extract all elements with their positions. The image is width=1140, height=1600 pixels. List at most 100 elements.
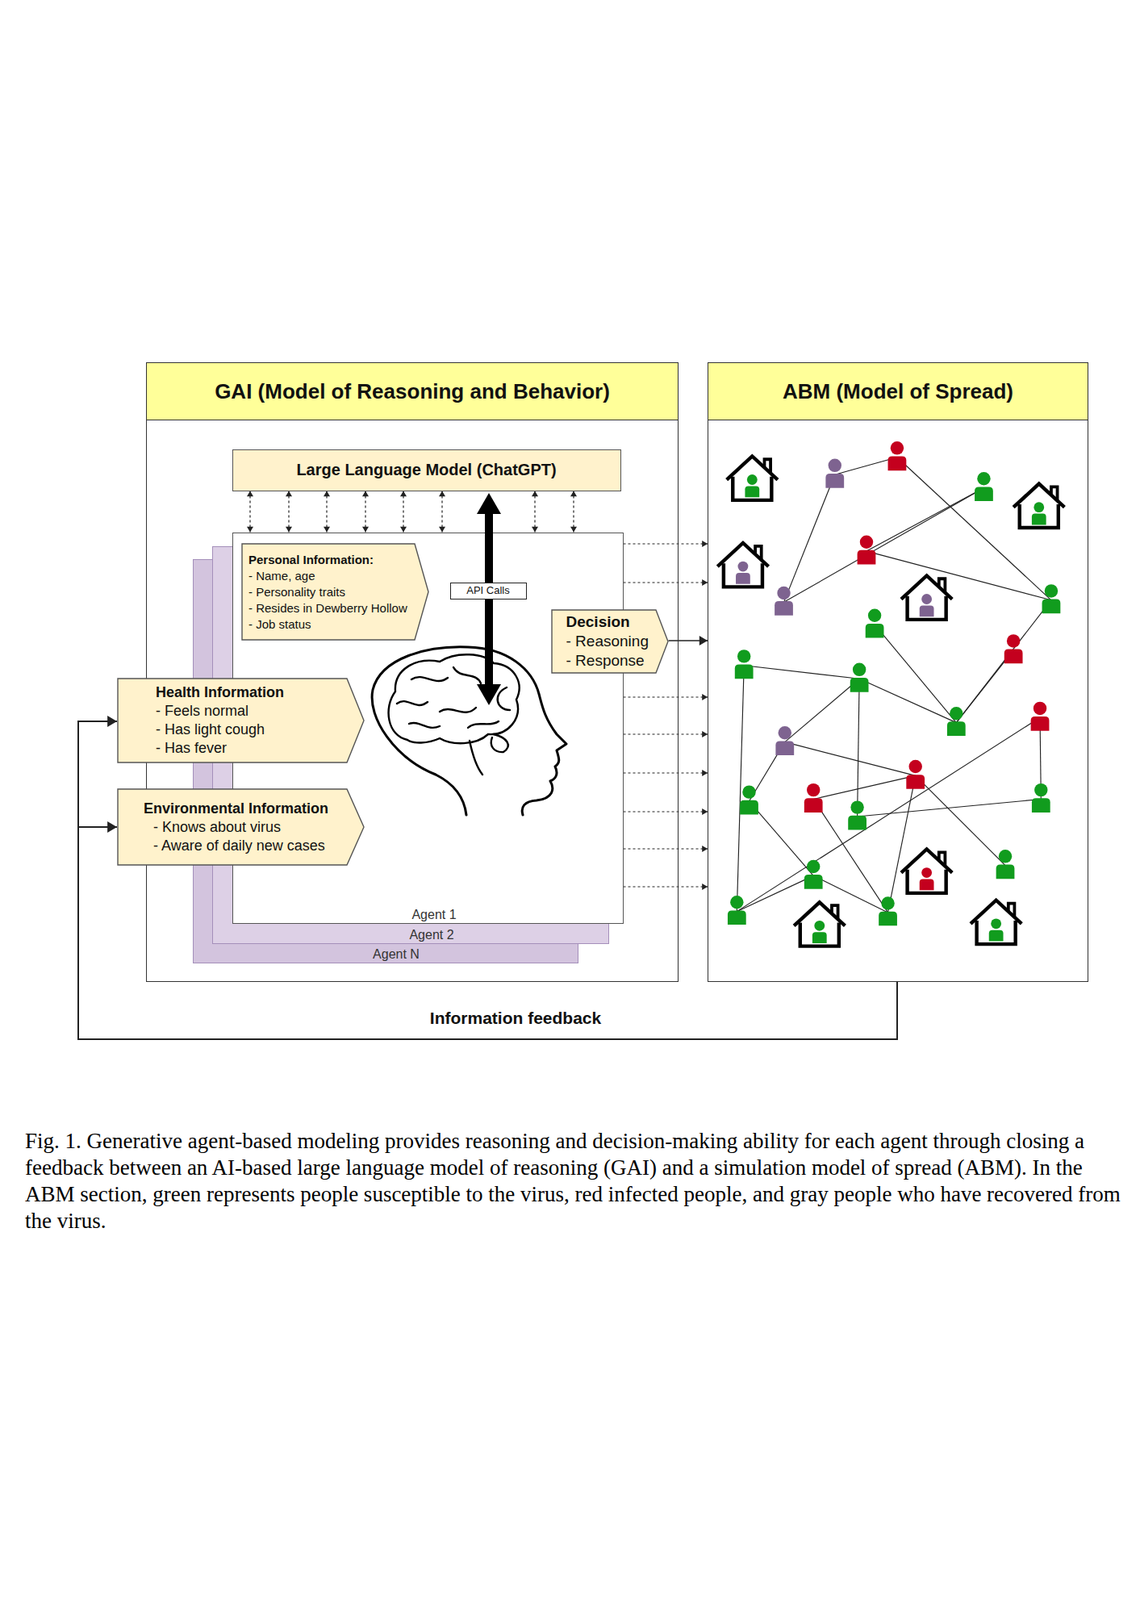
arrowhead	[701, 693, 708, 701]
connector-line	[623, 885, 709, 887]
arrowhead	[701, 540, 708, 548]
network-links	[785, 742, 916, 777]
network-links	[784, 474, 836, 602]
network-links	[1039, 717, 1041, 799]
connector	[623, 808, 709, 815]
network-links	[857, 798, 1042, 817]
callout-item: - Response	[566, 651, 645, 671]
arrowhead	[107, 821, 117, 833]
houses	[726, 455, 778, 500]
network-links	[736, 875, 814, 911]
network-links	[785, 678, 860, 742]
connector-line	[364, 491, 366, 533]
callout-outline	[242, 543, 429, 640]
callout-item: - Personality traits	[248, 584, 346, 601]
arrowhead	[438, 491, 446, 497]
people	[739, 785, 759, 815]
arrowhead	[701, 883, 708, 890]
people	[974, 471, 994, 502]
people	[775, 726, 794, 756]
callout-item: - Job status	[248, 616, 312, 633]
connector-line	[402, 491, 404, 533]
arrowhead	[701, 730, 708, 738]
people	[850, 663, 869, 693]
callout-heading: Environmental Information	[143, 799, 329, 819]
arrowhead	[285, 526, 293, 533]
callout-item: - Name, age	[248, 567, 316, 585]
callout-item: - Has fever	[155, 739, 227, 758]
connector	[623, 579, 709, 586]
agent-label: Agent 1	[411, 907, 456, 923]
arrowhead	[701, 845, 708, 852]
people	[888, 441, 907, 471]
gai-panel: GAI (Model of Reasoning and Behavior)Lar…	[146, 362, 679, 982]
people	[734, 649, 754, 679]
callout-item: - Reasoning	[566, 631, 649, 652]
info-callout: Personal Information:- Name, age- Person…	[241, 542, 430, 641]
houses	[726, 455, 778, 500]
connector-line	[623, 733, 709, 735]
network-links	[813, 798, 888, 912]
callout-heading: Health Information	[155, 683, 284, 702]
arrowhead	[531, 491, 539, 497]
figure-caption: Fig. 1. Generative agent-based modeling …	[25, 1127, 1135, 1235]
network-links	[813, 875, 888, 913]
connector	[570, 491, 577, 533]
arrowhead	[701, 808, 708, 815]
network-links	[749, 801, 815, 876]
arrowhead	[246, 526, 254, 533]
connector-line	[623, 542, 709, 544]
panel-heading: ABM (Model of Spread)	[708, 363, 1088, 421]
houses	[970, 900, 1022, 944]
connector	[285, 491, 293, 533]
arrowhead	[362, 491, 369, 497]
connector-line	[249, 491, 251, 533]
connector	[531, 491, 539, 533]
callout-heading: Personal Information:	[248, 551, 374, 568]
people	[847, 800, 867, 830]
network-links	[888, 775, 916, 913]
houses	[744, 474, 760, 497]
arrowhead	[400, 491, 407, 497]
arrowhead	[701, 769, 708, 777]
network-links	[736, 665, 744, 912]
agent-label: Agent N	[372, 947, 420, 962]
callout-outline	[551, 609, 669, 673]
network-links	[859, 678, 957, 723]
network-links	[749, 742, 786, 802]
houses	[735, 561, 751, 585]
agent-label: Agent 2	[409, 927, 454, 943]
people	[857, 534, 877, 564]
connector-line	[572, 491, 574, 533]
health-callout: Health Information- Feels normal- Has li…	[116, 677, 365, 764]
houses	[717, 542, 769, 587]
connector-line	[441, 491, 443, 533]
panel-heading: GAI (Model of Reasoning and Behavior)	[146, 363, 678, 421]
network-links	[956, 650, 1014, 723]
arrowhead	[570, 491, 577, 497]
connector-line	[623, 772, 709, 773]
connector	[246, 491, 254, 533]
edge-label: Information feedback	[427, 1008, 604, 1028]
network-graph	[717, 441, 1065, 947]
connector	[623, 540, 709, 548]
connector	[623, 883, 709, 890]
houses	[1013, 484, 1065, 528]
connector	[668, 635, 709, 646]
people	[774, 586, 794, 616]
network-links	[743, 665, 860, 679]
arrowhead	[570, 526, 577, 533]
callout-item: - Feels normal	[155, 701, 249, 721]
people	[878, 896, 898, 926]
callout-item: - Has light cough	[155, 720, 265, 740]
houses	[901, 848, 953, 893]
people	[996, 849, 1015, 879]
network-links	[784, 488, 985, 603]
network-links	[813, 775, 915, 799]
houses	[793, 901, 845, 946]
connector-line	[623, 696, 709, 698]
callout-item: - Resides in Dewberry Hollow	[248, 600, 408, 617]
connector	[362, 491, 369, 533]
arrowhead	[246, 491, 254, 497]
